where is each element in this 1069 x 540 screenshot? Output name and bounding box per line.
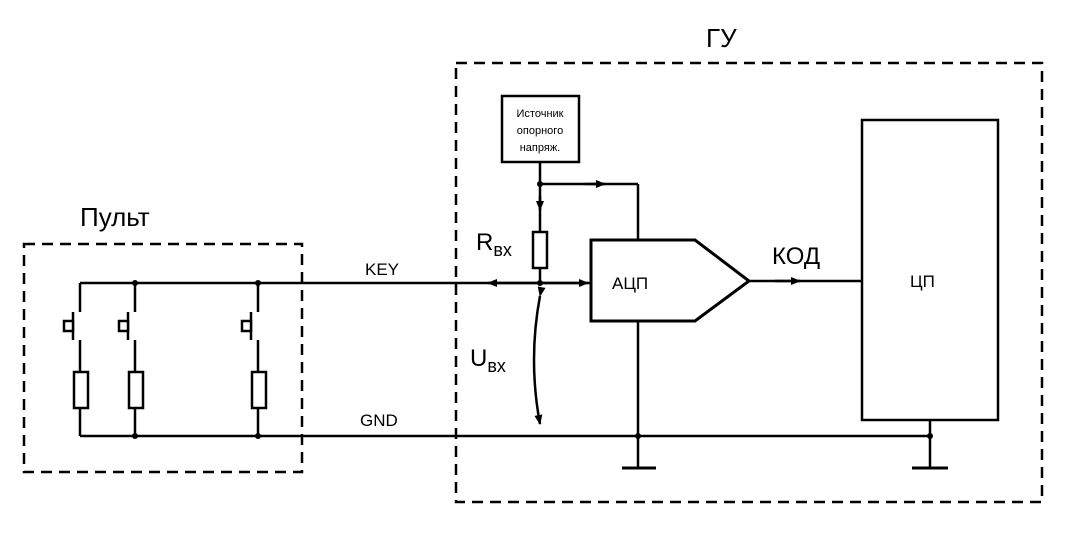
voltage-label: Uвх [470,345,506,376]
junction-dot [537,280,543,286]
head-unit-boundary [454,61,1044,504]
remote-button-branch-3 [240,283,268,436]
junction-dot [635,433,641,439]
reference-source-line-3: напряж. [520,142,561,154]
remote-button-branch-2 [117,283,145,436]
reference-source-block [500,94,581,164]
remote-button-branch-1 [62,283,90,436]
cpu-label: ЦП [910,272,935,291]
junction-dot [927,433,933,439]
junction-dot [132,280,138,286]
resistor-label: Rвх [476,229,512,260]
junction-dot [255,280,261,286]
reference-source-line-1: Источник [517,108,564,120]
input-resistor [531,230,549,270]
adc-block [589,238,752,323]
remote-title: Пульт [80,202,150,232]
gnd-label: GND [360,411,398,430]
voltage-arrow [532,286,546,425]
key-label: KEY [365,260,399,279]
reference-source-line-2: опорного [517,125,563,137]
junction-dot [132,433,138,439]
head-unit-title: ГУ [706,23,737,53]
junction-dot [255,433,261,439]
code-label: КОД [772,243,820,270]
adc-label: АЦП [612,274,648,293]
cpu-block [860,118,1000,422]
